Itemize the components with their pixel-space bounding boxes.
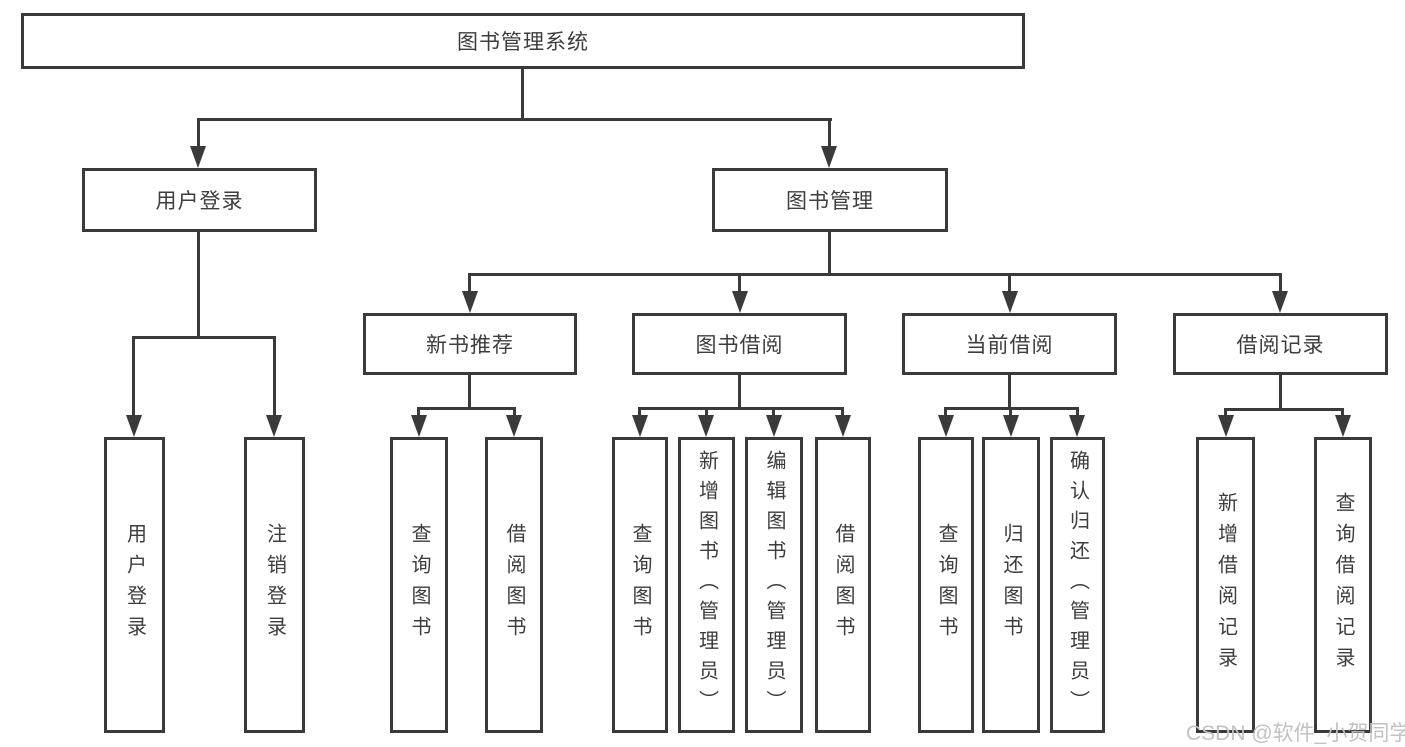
arrow-down-icon bbox=[462, 291, 478, 313]
node-book-borrow: 图书借阅 bbox=[632, 313, 847, 375]
connector-line bbox=[841, 407, 844, 422]
connector-line bbox=[197, 232, 200, 336]
leaf-current-query-books-label: 查询图书 bbox=[935, 523, 957, 647]
node-current-borrow: 当前借阅 bbox=[902, 313, 1117, 375]
leaf-current-query-books: 查询图书 bbox=[918, 437, 974, 733]
leaf-rec-borrow-books: 借阅图书 bbox=[485, 437, 543, 733]
connector-line bbox=[132, 336, 276, 339]
arrow-down-icon bbox=[766, 415, 782, 437]
connector-line bbox=[705, 407, 708, 422]
arrow-down-icon bbox=[411, 415, 427, 437]
arrow-down-icon bbox=[821, 146, 837, 168]
connector-line bbox=[417, 407, 420, 422]
node-book-mgmt: 图书管理 bbox=[712, 168, 948, 232]
connector-line bbox=[772, 407, 775, 422]
connector-line bbox=[1076, 407, 1079, 422]
leaf-rec-borrow-books-label: 借阅图书 bbox=[503, 523, 525, 647]
node-book-borrow-label: 图书借阅 bbox=[695, 334, 784, 357]
leaf-rec-query-books-label: 查询图书 bbox=[408, 523, 430, 647]
leaf-current-return-books-label: 归还图书 bbox=[1000, 523, 1022, 647]
connector-line bbox=[521, 69, 524, 118]
connector-line bbox=[468, 273, 1282, 276]
leaf-records-add-record-label: 新增借阅记录 bbox=[1214, 492, 1237, 678]
node-new-book-rec: 新书推荐 bbox=[363, 313, 577, 375]
connector-line bbox=[638, 407, 844, 410]
connector-line bbox=[828, 118, 831, 150]
leaf-user-login-label: 用户登录 bbox=[123, 523, 146, 647]
node-root-label: 图书管理系统 bbox=[457, 31, 589, 54]
connector-line bbox=[468, 375, 471, 407]
leaf-logout: 注销登录 bbox=[244, 437, 305, 733]
leaf-borrow-edit-books-label: 编辑图书（管理员） bbox=[763, 450, 785, 720]
leaf-records-add-record: 新增借阅记录 bbox=[1196, 437, 1255, 733]
connector-line bbox=[513, 407, 516, 422]
leaf-borrow-query-books-label: 查询图书 bbox=[629, 523, 651, 647]
leaf-records-query-record-label: 查询借阅记录 bbox=[1332, 492, 1354, 678]
node-book-mgmt-label: 图书管理 bbox=[786, 190, 874, 213]
leaf-current-return-books: 归还图书 bbox=[982, 437, 1040, 733]
arrow-down-icon bbox=[1218, 415, 1234, 437]
connector-line bbox=[828, 232, 831, 273]
arrow-down-icon bbox=[1272, 291, 1288, 313]
arrow-down-icon bbox=[1002, 291, 1018, 313]
arrow-down-icon bbox=[1069, 415, 1085, 437]
connector-line bbox=[197, 118, 832, 121]
connector-line bbox=[738, 273, 741, 295]
leaf-rec-query-books: 查询图书 bbox=[390, 437, 448, 733]
arrow-down-icon bbox=[732, 291, 748, 313]
leaf-borrow-add-books-label: 新增图书（管理员） bbox=[695, 450, 718, 720]
connector-line bbox=[468, 273, 471, 295]
leaf-user-login: 用户登录 bbox=[104, 437, 165, 733]
leaf-borrow-edit-books: 编辑图书（管理员） bbox=[745, 437, 803, 733]
connector-line bbox=[417, 407, 516, 410]
connector-line bbox=[944, 407, 947, 422]
arrow-down-icon bbox=[266, 415, 282, 437]
arrow-down-icon bbox=[835, 415, 851, 437]
connector-line bbox=[1008, 375, 1011, 407]
leaf-borrow-add-books: 新增图书（管理员） bbox=[678, 437, 735, 733]
node-user-login: 用户登录 bbox=[82, 168, 317, 232]
leaf-borrow-query-books: 查询图书 bbox=[612, 437, 668, 733]
leaf-current-confirm-return-label: 确认归还（管理员） bbox=[1066, 450, 1089, 720]
connector-line bbox=[638, 407, 641, 422]
arrow-down-icon bbox=[938, 415, 954, 437]
connector-line bbox=[273, 336, 276, 420]
connector-line bbox=[1009, 407, 1012, 422]
connector-line bbox=[197, 118, 200, 150]
arrow-down-icon bbox=[506, 415, 522, 437]
node-user-login-label: 用户登录 bbox=[155, 190, 244, 213]
csdn-watermark: CSDN @软件_小贺同学 bbox=[1186, 722, 1405, 745]
arrow-down-icon bbox=[1003, 415, 1019, 437]
arrow-down-icon bbox=[632, 415, 648, 437]
leaf-logout-label: 注销登录 bbox=[263, 523, 286, 647]
arrow-down-icon bbox=[1335, 415, 1351, 437]
arrow-down-icon bbox=[126, 415, 142, 437]
connector-line bbox=[132, 336, 135, 420]
node-new-book-rec-label: 新书推荐 bbox=[426, 334, 514, 357]
connector-line bbox=[1279, 375, 1282, 408]
node-root: 图书管理系统 bbox=[21, 13, 1025, 69]
connector-line bbox=[1008, 273, 1011, 295]
node-borrow-records-label: 借阅记录 bbox=[1236, 334, 1325, 357]
connector-line bbox=[1279, 273, 1282, 295]
leaf-borrow-borrow-books-label: 借阅图书 bbox=[832, 523, 854, 647]
connector-line bbox=[738, 375, 741, 407]
arrow-down-icon bbox=[190, 146, 206, 168]
node-current-borrow-label: 当前借阅 bbox=[965, 334, 1054, 357]
leaf-borrow-borrow-books: 借阅图书 bbox=[815, 437, 871, 733]
leaf-records-query-record: 查询借阅记录 bbox=[1314, 437, 1372, 733]
node-borrow-records: 借阅记录 bbox=[1173, 313, 1388, 375]
arrow-down-icon bbox=[698, 415, 714, 437]
connector-line bbox=[1224, 408, 1344, 411]
leaf-current-confirm-return: 确认归还（管理员） bbox=[1050, 437, 1105, 733]
